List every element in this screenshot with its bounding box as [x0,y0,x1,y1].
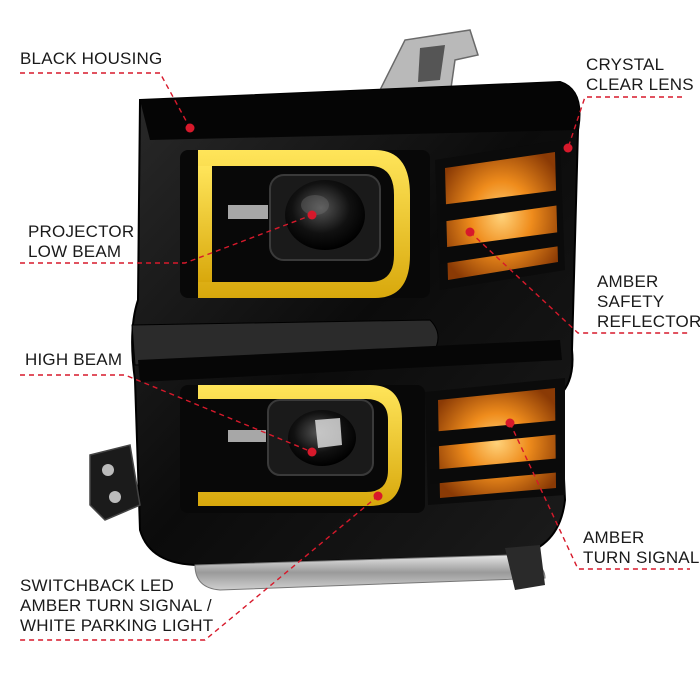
callout-projector-low-beam: PROJECTOR LOW BEAM [28,222,134,262]
callout-crystal-clear-lens-line2: CLEAR LENS [586,75,694,94]
callout-projector-low-beam-line2: LOW BEAM [28,242,122,261]
callout-crystal-clear-lens: CRYSTAL CLEAR LENS [586,55,694,95]
callout-switchback-led: SWITCHBACK LED AMBER TURN SIGNAL / WHITE… [20,576,213,636]
side-mounting-bracket [89,444,141,521]
callout-switchback-led-line2: AMBER TURN SIGNAL / [20,596,212,615]
callout-leader-lines [20,72,690,641]
projector-dot [307,210,317,220]
callout-high-beam-text: HIGH BEAM [25,350,123,369]
callout-crystal-clear-lens-line1: CRYSTAL [586,55,665,74]
callout-projector-low-beam-line1: PROJECTOR [28,222,135,241]
high-beam-dot [307,447,317,457]
callout-switchback-led-line3: WHITE PARKING LIGHT [20,616,214,635]
black-housing-dot [185,123,195,133]
bottom-chrome-trim [194,545,546,591]
reflector-dot [465,227,475,237]
crystal-lens-dot [563,143,573,153]
callout-amber-safety-reflector-line1: AMBER [597,272,659,291]
low-beam-projector-lens [285,180,365,250]
lower-high-beam-bay [180,385,425,513]
callout-amber-safety-reflector: AMBER SAFETY REFLECTOR [597,272,700,332]
upper-amber-reflector [435,140,565,290]
upper-led-c-bar [198,150,410,298]
callout-black-housing: BLACK HOUSING [20,49,162,69]
turn-signal-dot [505,418,515,428]
callout-dots [185,123,573,501]
callout-amber-safety-reflector-line3: REFLECTOR [597,312,700,331]
switchback-dot [373,491,383,501]
lower-amber-turn-signal [425,378,565,505]
callout-switchback-led-line1: SWITCHBACK LED [20,576,174,595]
callout-amber-turn-signal-line1: AMBER [583,528,645,547]
callout-amber-turn-signal: AMBER TURN SIGNAL [583,528,700,568]
upper-projector-bay [180,150,430,298]
callout-high-beam: HIGH BEAM [25,350,122,370]
callout-amber-turn-signal-line2: TURN SIGNAL [583,548,700,567]
callout-amber-safety-reflector-line2: SAFETY [597,292,665,311]
callout-black-housing-text: BLACK HOUSING [20,49,163,68]
